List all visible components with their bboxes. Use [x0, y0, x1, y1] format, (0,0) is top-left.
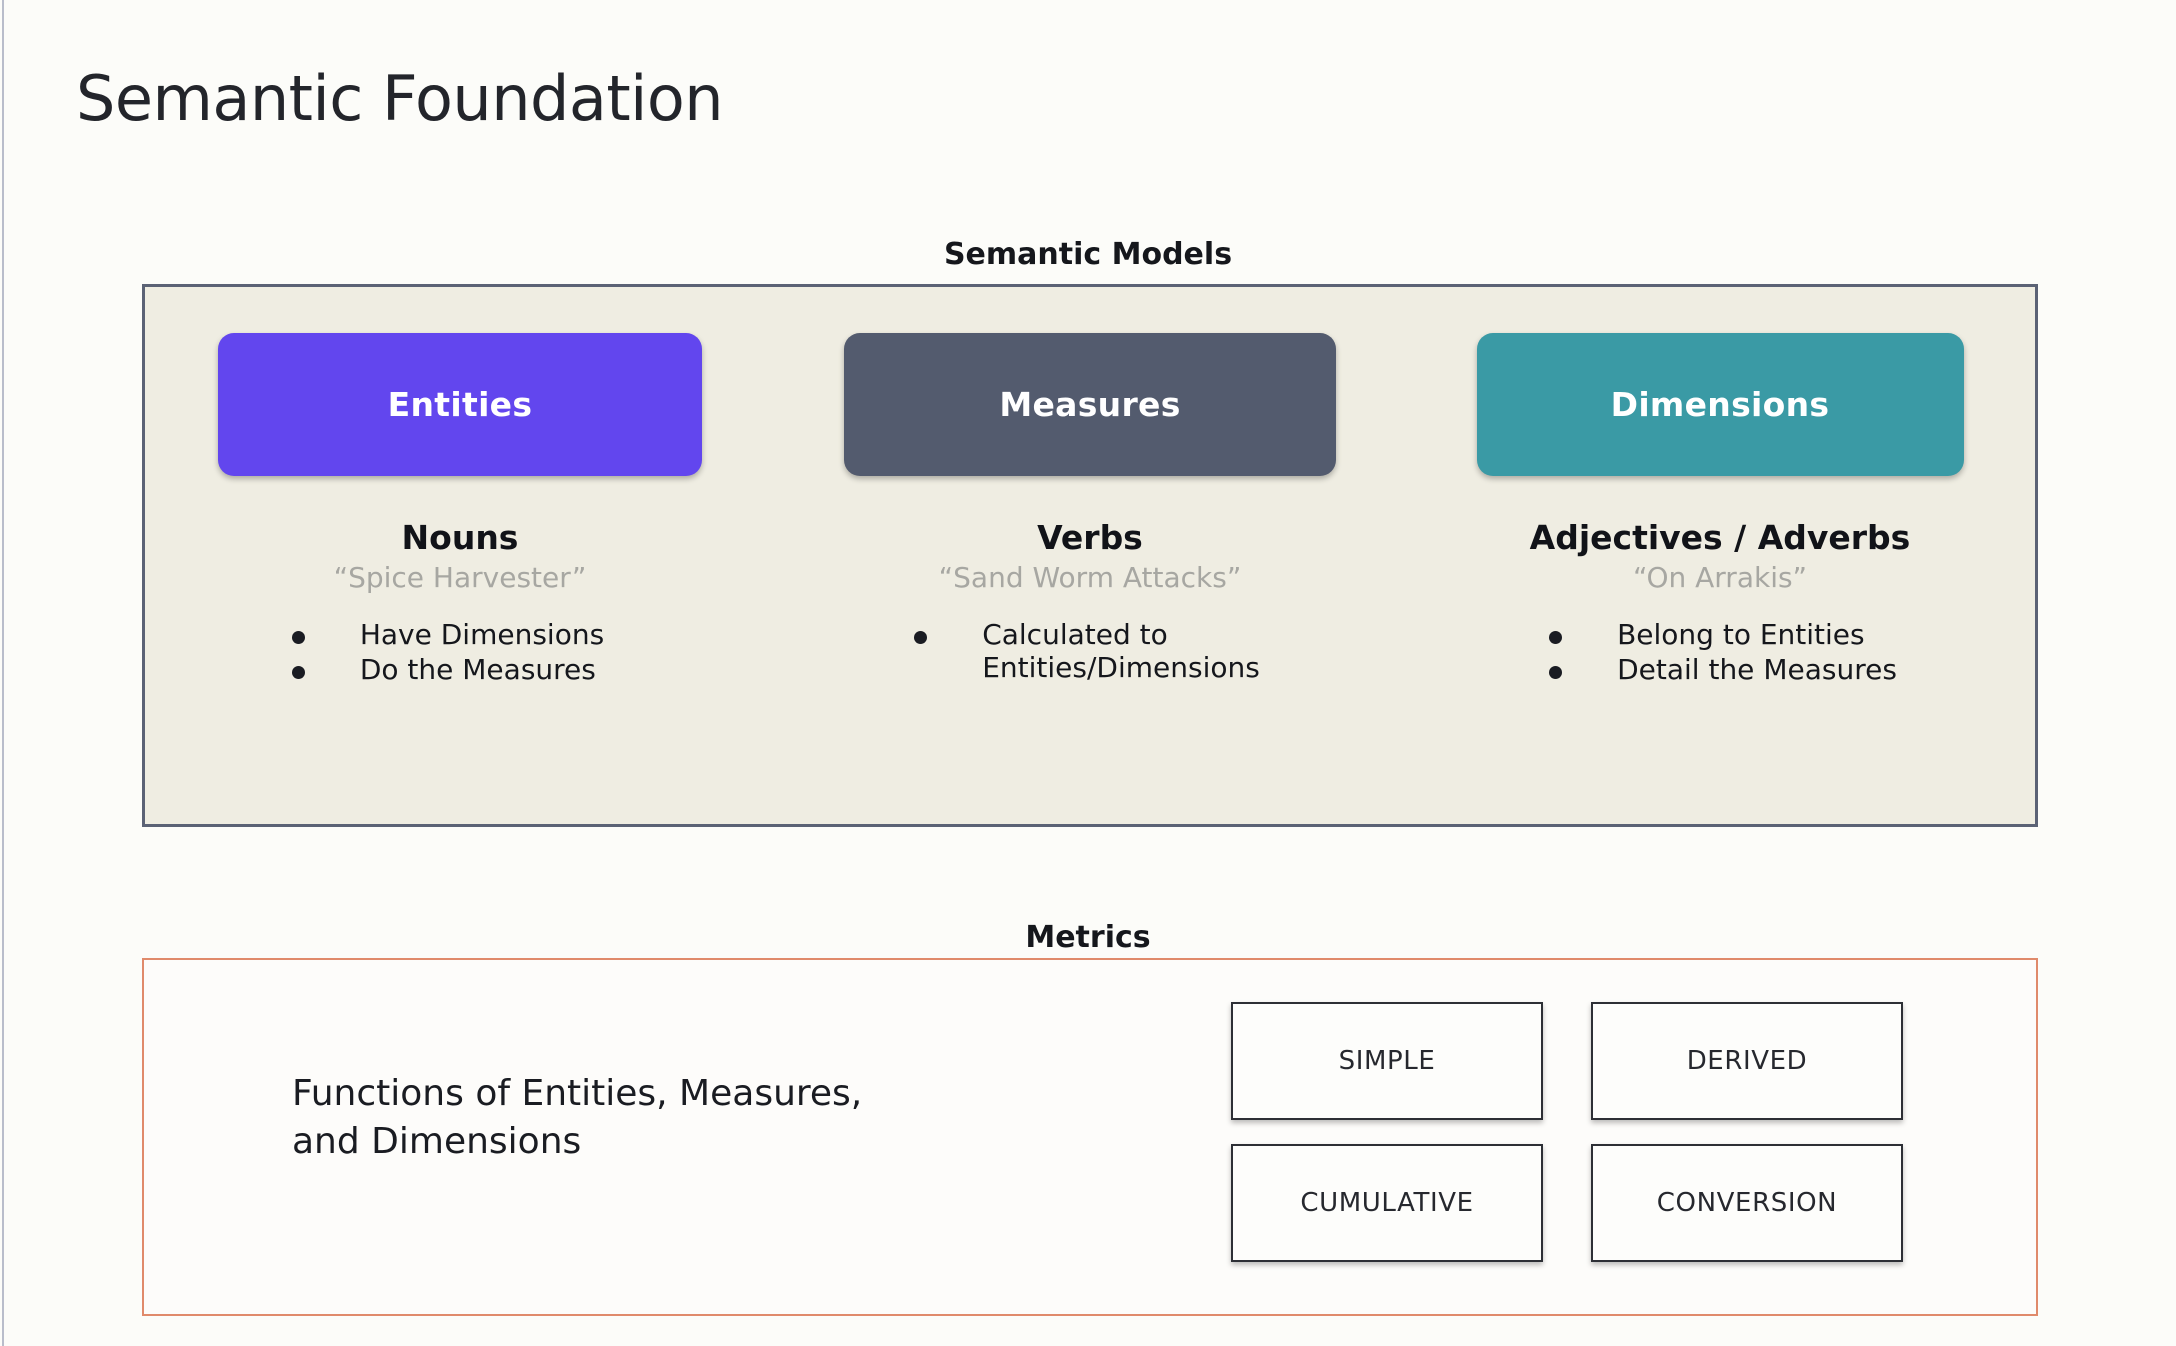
dimensions-bullet-1: Detail the Measures: [1617, 653, 1897, 687]
entities-pill[interactable]: Entities: [218, 333, 702, 476]
dimensions-pill-label: Dimensions: [1610, 385, 1830, 424]
semantic-models-caption: Semantic Models: [0, 237, 2176, 272]
semantic-models-panel: Entities Nouns “Spice Harvester” Have Di…: [142, 284, 2038, 827]
metric-box-conversion-label: CONVERSION: [1656, 1188, 1838, 1218]
semantic-column-measures: Measures Verbs “Sand Worm Attacks” Calcu…: [775, 287, 1405, 824]
measures-bullet-0: Calculated to Entities/Dimensions: [982, 618, 1260, 685]
metrics-type-grid: SIMPLE DERIVED CUMULATIVE CONVERSION: [1231, 1002, 1903, 1262]
list-item: Do the Measures: [291, 653, 604, 687]
metrics-description: Functions of Entities, Measures, and Dim…: [292, 1073, 863, 1162]
entities-bullet-1: Do the Measures: [359, 653, 596, 687]
entities-bullet-0: Have Dimensions: [359, 618, 605, 651]
entities-bullet-list: Have Dimensions Do the Measures: [291, 618, 605, 688]
bullet-dot-icon: [291, 631, 305, 644]
entities-pill-label: Entities: [387, 385, 533, 424]
metrics-caption: Metrics: [0, 920, 2176, 955]
list-item: Detail the Measures: [1549, 653, 1897, 686]
measures-pill-label: Measures: [999, 385, 1181, 424]
semantic-column-entities: Entities Nouns “Spice Harvester” Have Di…: [145, 287, 775, 824]
list-item: Belong to Entities: [1549, 618, 1897, 651]
metrics-caption-text: Metrics: [1025, 920, 1151, 955]
metrics-panel: Functions of Entities, Measures, and Dim…: [142, 958, 2038, 1316]
metric-box-cumulative-label: CUMULATIVE: [1300, 1188, 1474, 1218]
dimensions-pill[interactable]: Dimensions: [1476, 333, 1964, 476]
metric-box-simple[interactable]: SIMPLE: [1231, 1002, 1543, 1120]
bullet-dot-icon: [1549, 631, 1563, 644]
semantic-models-columns: Entities Nouns “Spice Harvester” Have Di…: [145, 287, 2035, 824]
page-title: Semantic Foundation: [76, 62, 724, 135]
semantic-models-caption-text: Semantic Models: [943, 237, 1233, 272]
metric-box-simple-label: SIMPLE: [1338, 1046, 1436, 1076]
list-item: Have Dimensions: [291, 618, 605, 651]
measures-pill[interactable]: Measures: [844, 333, 1336, 476]
dimensions-bullet-0: Belong to Entities: [1617, 618, 1865, 651]
measures-part-of-speech: Verbs: [1037, 518, 1143, 557]
semantic-column-dimensions: Dimensions Adjectives / Adverbs “On Arra…: [1405, 287, 2035, 824]
entities-example: “Spice Harvester”: [333, 561, 587, 594]
metric-box-cumulative[interactable]: CUMULATIVE: [1231, 1144, 1543, 1262]
metric-box-conversion[interactable]: CONVERSION: [1591, 1144, 1903, 1262]
dimensions-bullet-list: Belong to Entities Detail the Measures: [1549, 618, 1897, 688]
bullet-dot-icon: [1549, 666, 1563, 680]
list-item: Calculated to Entities/Dimensions: [914, 618, 1260, 684]
bullet-dot-icon: [291, 666, 305, 680]
dimensions-part-of-speech: Adjectives / Adverbs: [1529, 518, 1911, 557]
slide-left-edge: [2, 0, 4, 1346]
dimensions-example: “On Arrakis”: [1632, 561, 1808, 594]
bullet-dot-icon: [914, 631, 928, 644]
metric-box-derived-label: DERIVED: [1686, 1046, 1808, 1076]
entities-part-of-speech: Nouns: [401, 518, 519, 557]
metric-box-derived[interactable]: DERIVED: [1591, 1002, 1903, 1120]
measures-bullet-list: Calculated to Entities/Dimensions: [914, 618, 1260, 686]
measures-example: “Sand Worm Attacks”: [938, 561, 1242, 594]
